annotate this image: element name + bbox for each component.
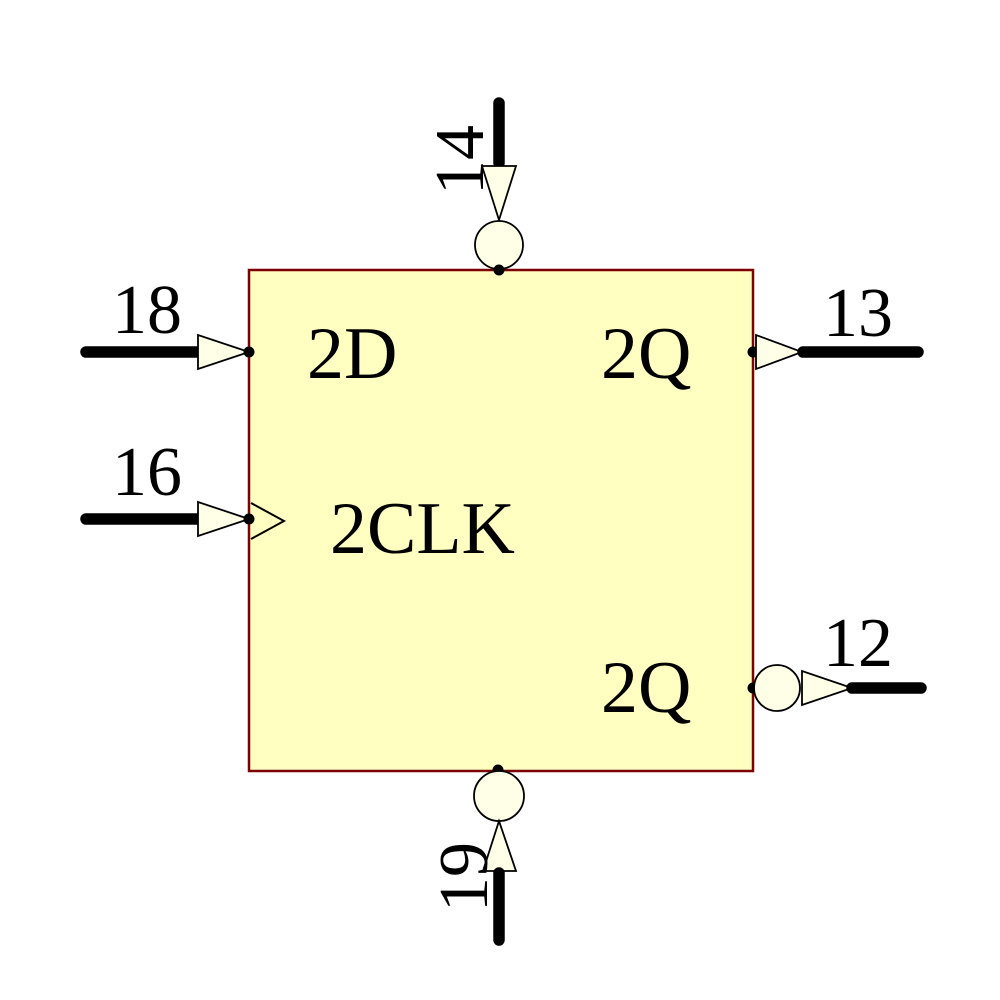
pin-19-inversion-bubble-icon bbox=[473, 770, 525, 822]
pin-12-inversion-bubble-icon bbox=[753, 664, 801, 712]
pin-16-arrow-right-icon bbox=[197, 500, 252, 538]
pin-14-inversion-bubble-icon bbox=[474, 220, 524, 270]
pin-19-number: 19 bbox=[426, 842, 503, 912]
pin-16-connection-dot bbox=[243, 513, 255, 525]
pin-13-arrow-right-icon bbox=[755, 333, 805, 371]
pin-left-16-2clk: 16 2CLK bbox=[80, 434, 515, 570]
pin-13-number: 13 bbox=[823, 275, 893, 352]
pin-bottom-19: 19 bbox=[426, 764, 525, 946]
pin-14-connection-dot bbox=[493, 264, 505, 276]
pin-right-12-2q-inverted: 12 2Q bbox=[601, 605, 927, 729]
label-2q-bottom: 2Q bbox=[601, 647, 691, 729]
label-2clk: 2CLK bbox=[330, 488, 515, 570]
label-2q-top: 2Q bbox=[601, 313, 691, 395]
pin-16-number: 16 bbox=[112, 434, 182, 511]
pin-top-14: 14 bbox=[422, 97, 524, 276]
symbol-body bbox=[247, 268, 755, 773]
pin-right-13-2q: 13 2Q bbox=[601, 275, 924, 395]
clock-edge-chevron-icon bbox=[250, 502, 287, 540]
pin-14-arrow-down-icon bbox=[480, 165, 518, 223]
pin-18-number: 18 bbox=[112, 272, 182, 349]
pin-left-18-2d: 18 2D bbox=[80, 272, 397, 395]
pin-14-number: 14 bbox=[422, 125, 499, 195]
pin-18-arrow-right-icon bbox=[197, 333, 252, 371]
pin-12-arrow-right-icon bbox=[801, 669, 855, 707]
pin-18-connection-dot bbox=[243, 346, 255, 358]
label-2d: 2D bbox=[307, 313, 397, 395]
pin-12-number: 12 bbox=[823, 605, 893, 682]
